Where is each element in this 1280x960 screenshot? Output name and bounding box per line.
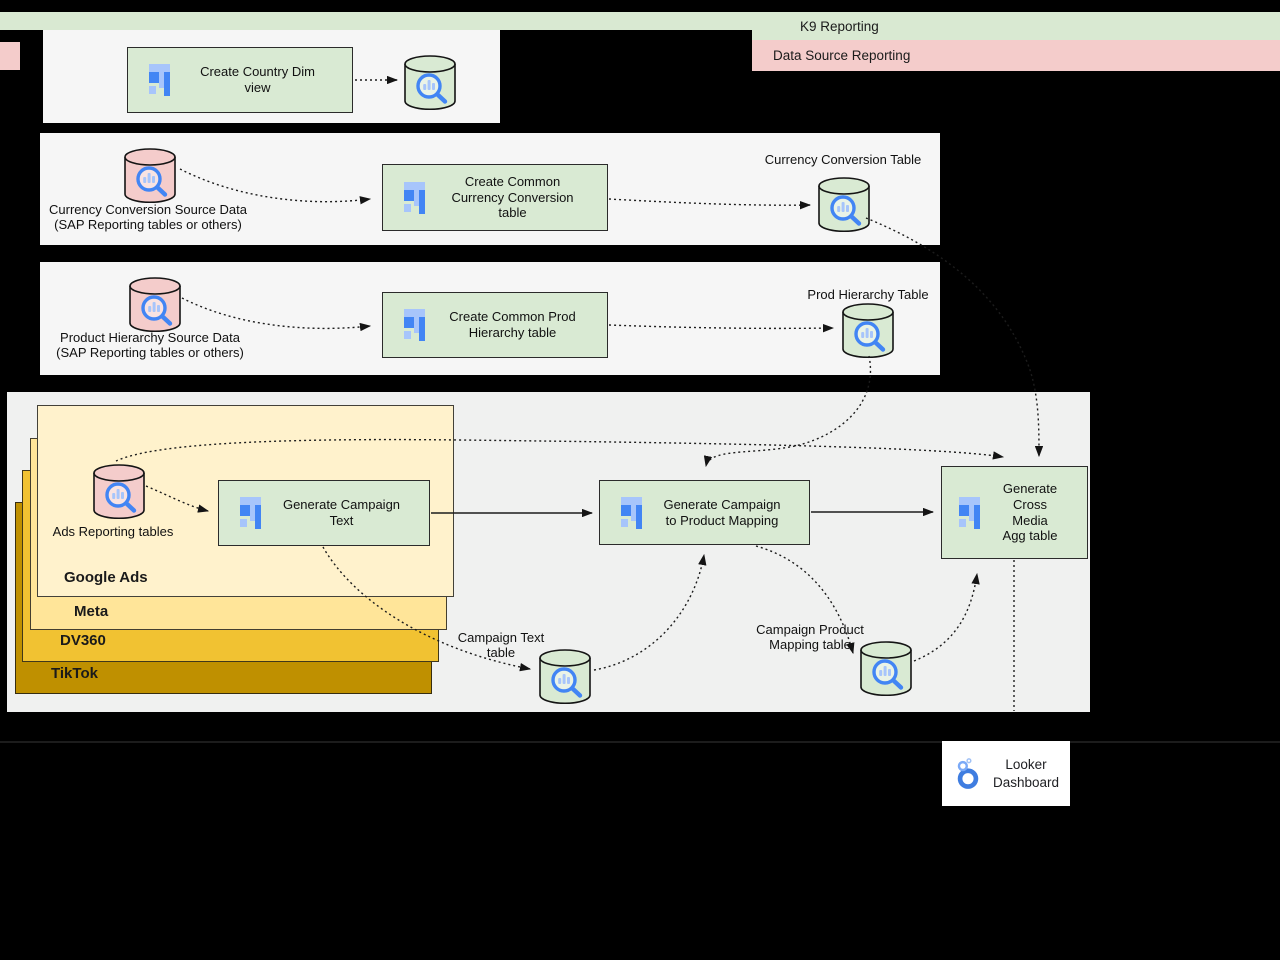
process-generate-campaign-mapping-label: Generate Campaign to Product Mapping: [663, 496, 781, 528]
ads-reporting-label: Ads Reporting tables: [52, 524, 174, 539]
ads-reporting-table-icon: [93, 463, 145, 519]
card-tiktok-label: TikTok: [51, 665, 98, 682]
legend-k9-label: K9 Reporting: [800, 18, 879, 34]
process-create-country-dim: Create Country Dim view: [127, 47, 353, 113]
dataform-icon: [149, 64, 170, 96]
process-create-prod-hierarchy: Create Common Prod Hierarchy table: [382, 292, 608, 358]
process-create-country-dim-label: Create Country Dim view: [200, 64, 315, 95]
process-generate-cross-media-agg: Generate Cross Media Agg table: [941, 466, 1088, 559]
campaign-text-table-icon: [539, 648, 591, 704]
dataform-icon: [404, 181, 425, 214]
looker-dashboard-label: Looker Dashboard: [992, 756, 1060, 790]
card-meta-label: Meta: [74, 603, 109, 620]
country-dim-table-icon: [404, 54, 456, 110]
currency-conversion-table-icon: [818, 176, 870, 232]
process-create-currency-conversion-label: Create Common Currency Conversion table: [451, 173, 574, 221]
process-create-currency-conversion: Create Common Currency Conversion table: [382, 164, 608, 231]
currency-conversion-table-label: Currency Conversion Table: [764, 152, 922, 167]
data-source-strip: [0, 42, 20, 70]
k9-reporting-strip: [0, 12, 752, 30]
currency-source-table-icon: [124, 147, 176, 203]
legend-row-data-source: Data Source Reporting: [752, 40, 1280, 71]
dataform-icon: [404, 309, 425, 341]
legend-row-k9: K9 Reporting: [752, 12, 1280, 40]
dataform-icon: [959, 496, 980, 529]
product-source-label: Product Hierarchy Source Data (SAP Repor…: [56, 330, 244, 361]
prod-hierarchy-table-icon: [842, 302, 894, 358]
card-dv360-label: DV360: [60, 632, 106, 649]
process-generate-campaign-text: Generate Campaign Text: [218, 480, 430, 546]
process-create-prod-hierarchy-label: Create Common Prod Hierarchy table: [449, 309, 576, 340]
slide-edge-line: [0, 741, 1280, 743]
looker-icon: [954, 757, 982, 791]
currency-source-label: Currency Conversion Source Data (SAP Rep…: [49, 202, 247, 233]
looker-dashboard-box: Looker Dashboard: [942, 741, 1070, 806]
product-source-table-icon: [129, 276, 181, 332]
card-google-ads-label: Google Ads: [64, 569, 148, 586]
process-generate-cross-media-agg-label: Generate Cross Media Agg table: [1002, 480, 1058, 544]
dataform-icon: [240, 497, 261, 529]
process-generate-campaign-mapping: Generate Campaign to Product Mapping: [599, 480, 810, 545]
legend-data-source-label: Data Source Reporting: [773, 48, 911, 63]
dataform-icon: [621, 496, 642, 529]
process-generate-campaign-text-label: Generate Campaign Text: [282, 497, 401, 528]
campaign-product-mapping-table-icon: [860, 640, 912, 696]
prod-hierarchy-table-label: Prod Hierarchy Table: [807, 287, 929, 302]
